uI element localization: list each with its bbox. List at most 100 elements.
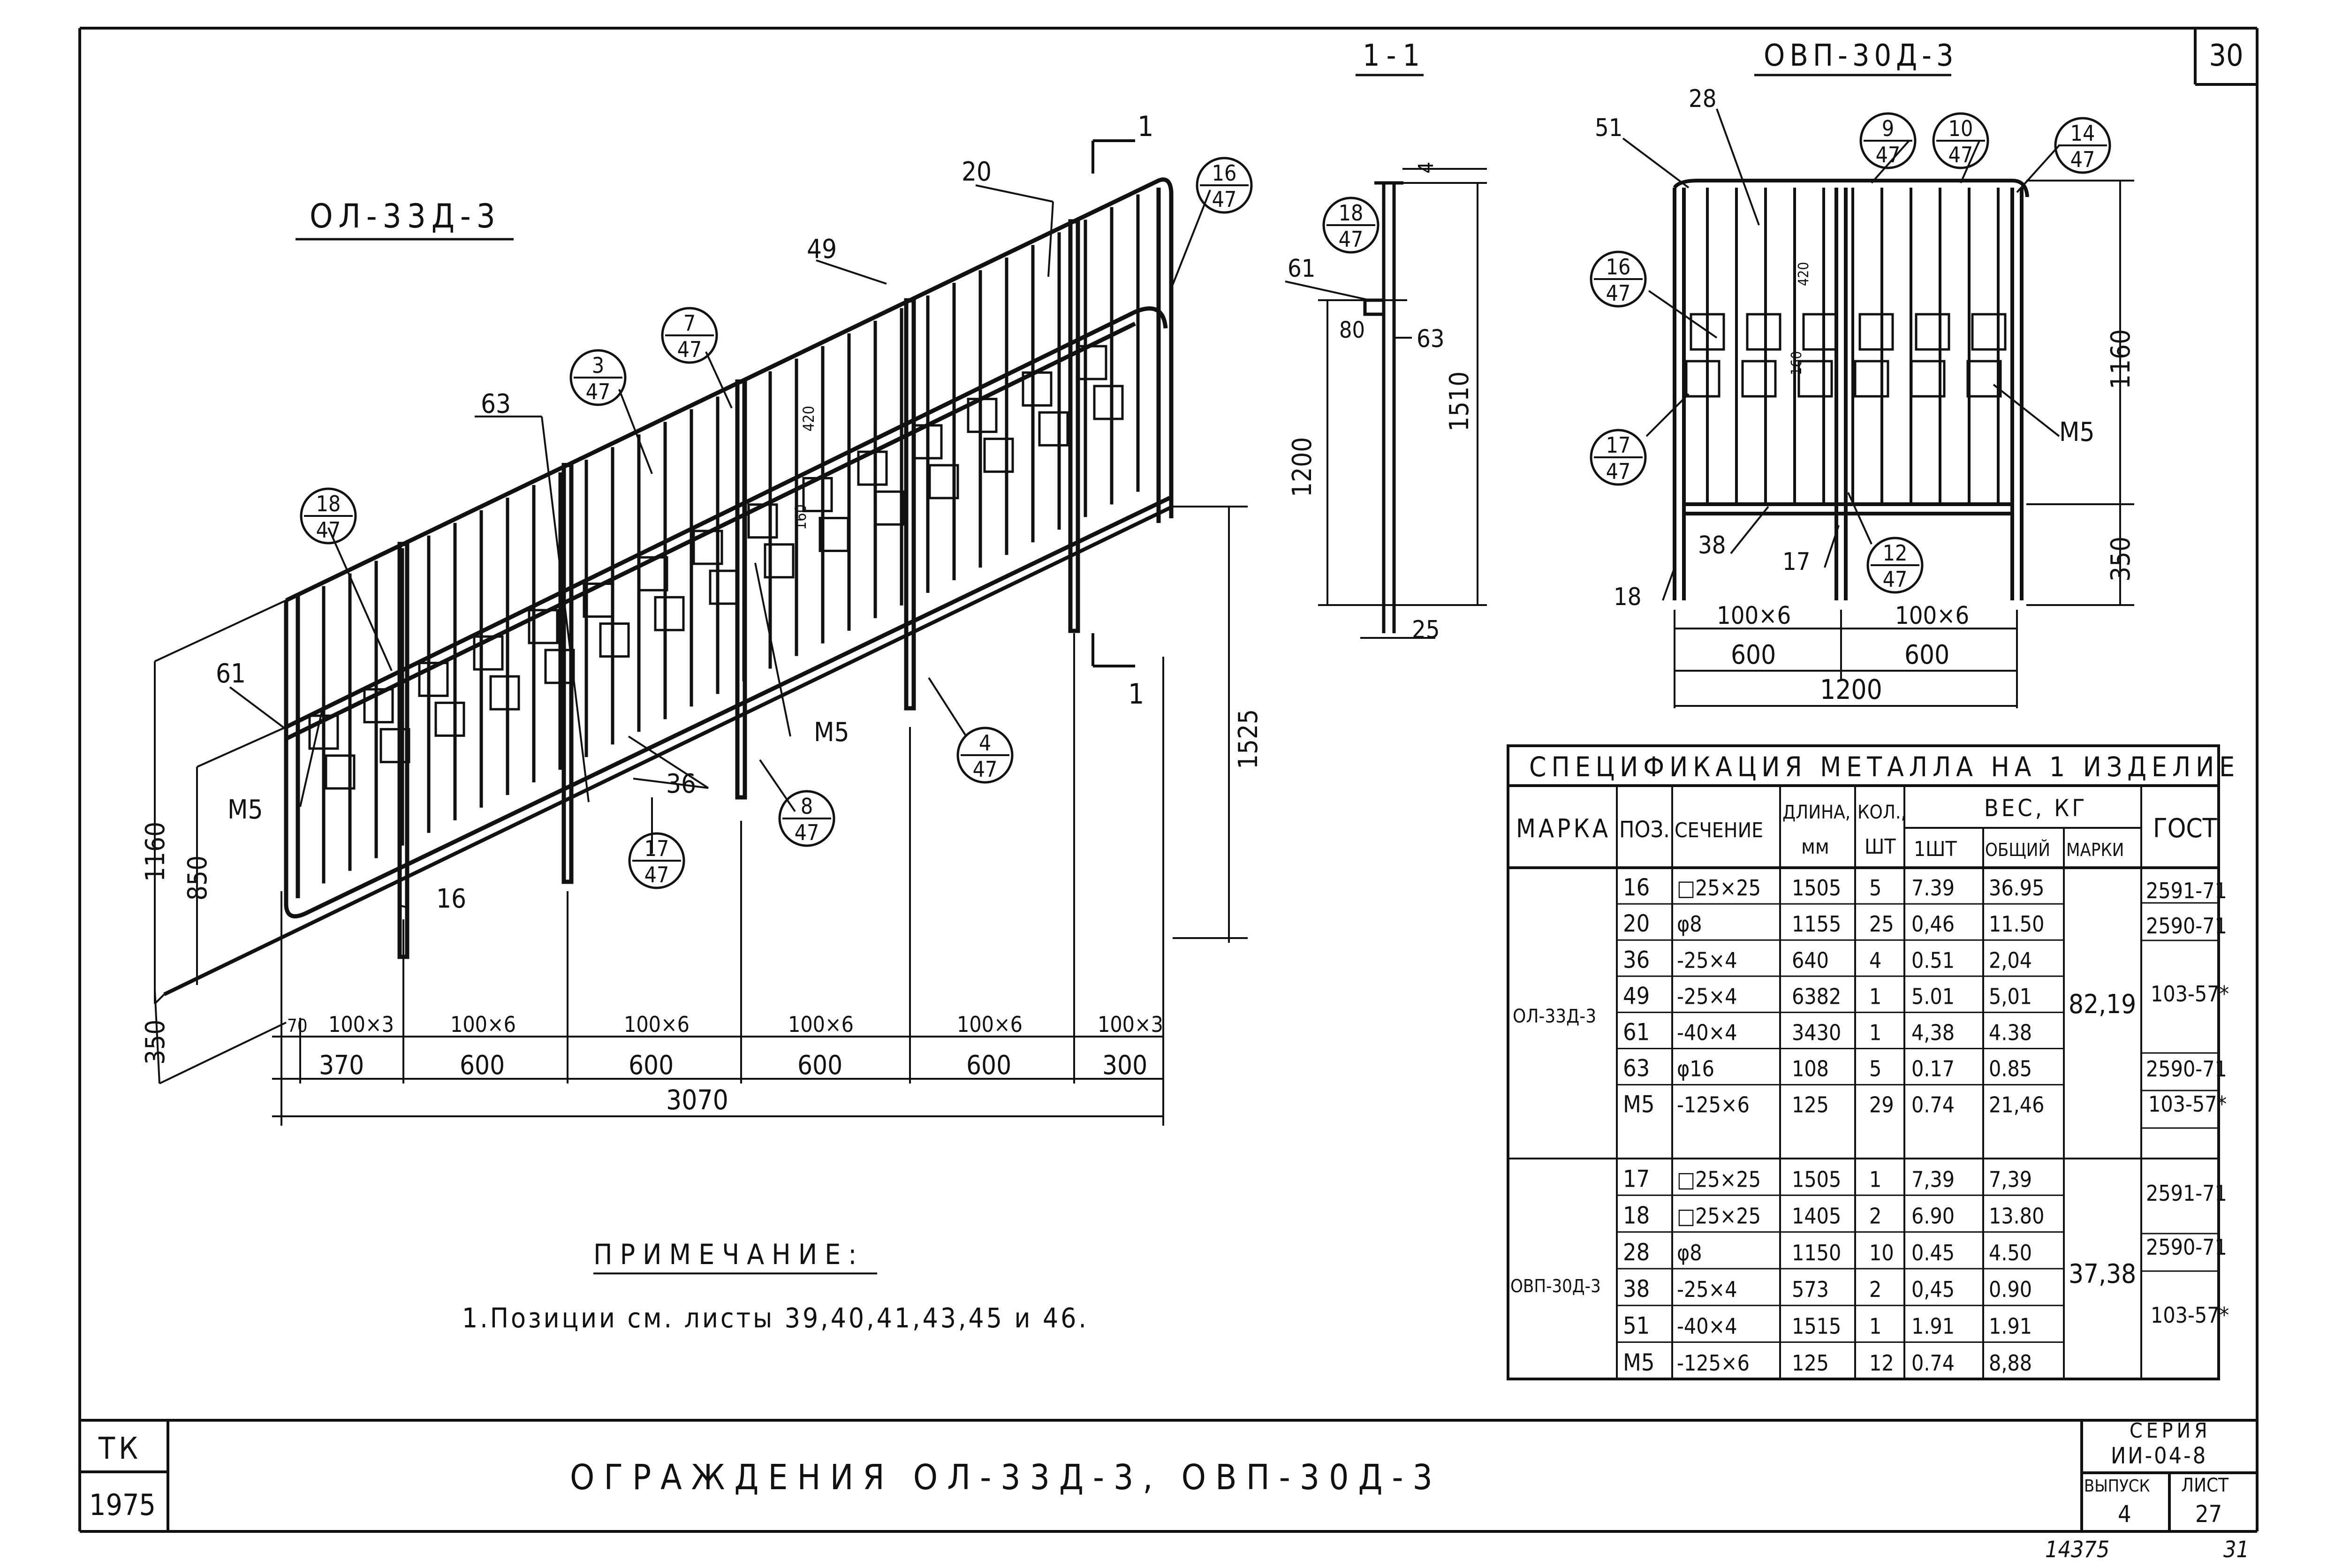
spec-h-length-unit: мм [1801, 835, 1829, 859]
spec-cell-w1: 0.17 [1911, 1056, 1955, 1082]
dim-350: 350 [140, 1020, 171, 1065]
spec-cell-qty: 1 [1869, 1167, 1881, 1192]
post [1068, 219, 1080, 633]
spec-cell-w1: 1.91 [1911, 1314, 1955, 1339]
dim-1525: 1525 [1233, 709, 1264, 769]
spec-cell-w1: 7.39 [1911, 875, 1955, 901]
section-pos-61: 61 [1288, 255, 1316, 283]
sheet-frame [78, 27, 2259, 1533]
plate-m5 [654, 596, 685, 631]
issue-value: 4 [2118, 1500, 2131, 1528]
frame-plate-m5 [1910, 360, 1946, 398]
spec-cell-length: 108 [1792, 1056, 1829, 1082]
spec-mark-ovp: ОВП-30Д-3 [1510, 1276, 1601, 1296]
plate-m5 [873, 490, 904, 526]
spec-cell-length: 1505 [1792, 1167, 1841, 1192]
spec-h-qty: КОЛ., [1857, 802, 1906, 823]
spec-cell-pos: 38 [1623, 1275, 1650, 1303]
plate-m5 [583, 583, 614, 618]
spec-cell-section: -125×6 [1677, 1092, 1750, 1118]
callout-number: 18 [1339, 200, 1364, 226]
callout-sheet: 47 [1606, 459, 1631, 484]
spec-cell-section: -40×4 [1677, 1020, 1737, 1045]
spec-gost-7: 2590-71 [2146, 1235, 2227, 1260]
spec-cell-pos: 17 [1623, 1165, 1650, 1192]
spec-gost-4: 2590-71 [2146, 1056, 2227, 1082]
plate-m5 [967, 398, 998, 433]
section-view: 1-1 4 61 80 63 1200 1510 25 [1285, 38, 1487, 644]
note-text: 1.Позиции см. листы 39,40,41,43,45 и 46. [462, 1302, 1089, 1334]
frame-dim-600-left: 600 [1731, 640, 1776, 670]
callout-sheet: 47 [1212, 187, 1237, 212]
spec-gost-8: 103-57* [2151, 1303, 2229, 1328]
dim-850: 850 [182, 856, 213, 901]
post [904, 298, 916, 711]
spec-cell-section: -25×4 [1677, 1277, 1737, 1302]
spec-cell-length: 640 [1792, 947, 1829, 973]
plate-m5 [434, 701, 465, 737]
note-block: ПРИМЕЧАНИЕ: 1.Позиции см. листы 39,40,41… [462, 1238, 1089, 1334]
spec-cell-section: □25×25 [1677, 1167, 1761, 1192]
spec-cell-wt: 1.91 [1989, 1314, 2032, 1339]
label-m5-right: М5 [814, 717, 849, 748]
plate-m5 [473, 635, 504, 671]
frame-title: ОВП-30Д-3 [1764, 38, 1958, 73]
note-heading: ПРИМЕЧАНИЕ: [593, 1238, 864, 1271]
spec-cell-pos: 28 [1623, 1239, 1650, 1266]
frame-dim-100x6-right: 100×6 [1895, 602, 1969, 630]
callout-bubble: 447 [956, 727, 1014, 784]
section-dim-4: 4 [1414, 162, 1438, 174]
callout-number: 10 [1948, 116, 1973, 141]
dim-600-2: 600 [629, 1050, 674, 1081]
spec-cell-wt: 0.85 [1989, 1056, 2032, 1082]
spec-cell-section: □25×25 [1677, 875, 1761, 901]
callout-number: 3 [592, 353, 604, 378]
plate-m5 [912, 424, 943, 460]
section-title: 1-1 [1363, 38, 1426, 73]
elevation-title: ОЛ-33Д-3 [310, 197, 501, 235]
spec-cell-length: 6382 [1792, 984, 1841, 1009]
spec-cell-pos: М5 [1623, 1091, 1654, 1118]
plate-group [308, 345, 1124, 790]
plate-m5 [802, 477, 833, 512]
inventory-number: 14375 [2045, 1537, 2109, 1563]
frame-m5: М5 [2059, 417, 2095, 447]
plate-m5 [857, 450, 888, 486]
spec-table: СПЕЦИФИКАЦИЯ МЕТАЛЛА НА 1 ИЗДЕЛИЕ МАРКА … [1507, 744, 2235, 1380]
dim-100x6-4: 100×6 [957, 1012, 1023, 1037]
frame-plate-m5 [1915, 313, 1950, 351]
label-pos-16: 16 [436, 884, 466, 914]
spec-h-qty-unit: ШТ [1865, 835, 1896, 859]
label-pos-20: 20 [962, 157, 992, 187]
callout-number: 8 [801, 794, 813, 819]
spec-cell-section: □25×25 [1677, 1204, 1761, 1229]
section-dim-80: 80 [1339, 317, 1365, 343]
callout-number: 17 [644, 836, 669, 861]
dim-100x3-right: 100×3 [1098, 1012, 1163, 1037]
frame-pos-38: 38 [1698, 531, 1726, 560]
frame-plate-m5 [1746, 313, 1781, 351]
plate-m5 [363, 688, 394, 724]
label-h160: 160 [792, 504, 810, 530]
spec-h-gost: ГОСТ [2153, 813, 2217, 844]
frame-pos-17: 17 [1782, 548, 1811, 576]
spec-cell-w1: 4,38 [1911, 1020, 1955, 1045]
cut-mark-bottom: 1 [1128, 678, 1144, 711]
spec-cell-qty: 25 [1869, 911, 1894, 937]
sheet-value: 27 [2195, 1500, 2222, 1528]
cut-mark-top: 1 [1137, 110, 1153, 143]
plate-m5 [709, 569, 740, 605]
spec-cell-length: 125 [1792, 1350, 1829, 1376]
callout-number: 9 [1882, 116, 1894, 141]
spec-cell-pos: 49 [1623, 982, 1650, 1009]
label-pos-49: 49 [807, 234, 837, 265]
baluster-group [322, 194, 1140, 884]
spec-cell-w1: 0.51 [1911, 947, 1955, 973]
plate-m5 [489, 675, 520, 711]
